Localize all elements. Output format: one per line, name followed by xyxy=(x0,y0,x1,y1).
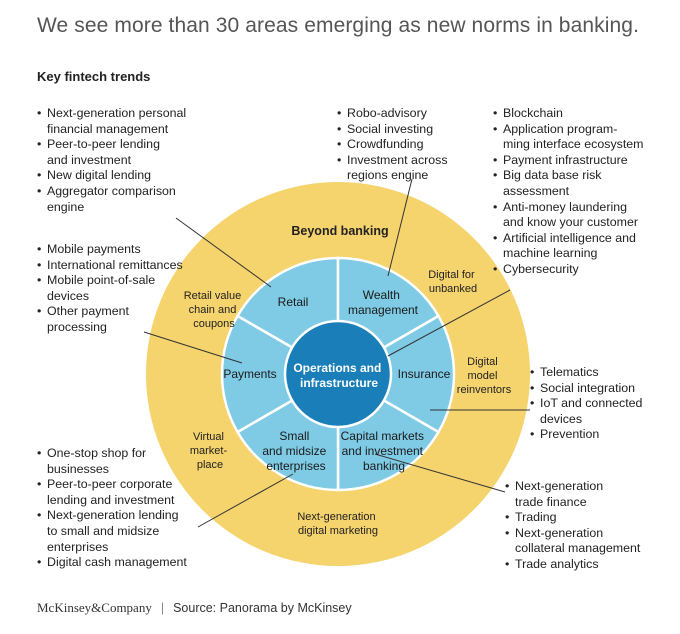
connector-sme xyxy=(197,473,294,528)
center-circle xyxy=(283,319,393,429)
ring-label-retail-value: Retail value chain and coupons xyxy=(184,290,245,330)
ring-label-next-gen-marketing: Next-generation digital marketing xyxy=(297,511,378,537)
connector-lines xyxy=(143,178,530,528)
payments-trends-list: Mobile payments International remittance… xyxy=(37,242,183,336)
list-item: Crowdfunding xyxy=(337,137,448,153)
list-item: Application program- ming interface ecos… xyxy=(493,122,643,153)
list-item: New digital lending xyxy=(37,168,186,184)
list-item: Anti-money laundering and know your cust… xyxy=(493,200,643,231)
section-subtitle: Key fintech trends xyxy=(37,69,151,84)
list-item: Social investing xyxy=(337,122,448,138)
wealth-trends-list: Robo-advisory Social investing Crowdfund… xyxy=(337,106,448,184)
segments-group xyxy=(220,256,456,492)
list-item: Next-generation lending to small and mid… xyxy=(37,508,187,555)
list-item: Digital cash management xyxy=(37,555,187,571)
list-item: Peer-to-peer lending and investment xyxy=(37,137,186,168)
list-item: Next-generation personal financial manag… xyxy=(37,106,186,137)
retail-trends-list: Next-generation personal financial manag… xyxy=(37,106,186,215)
list-item: Other payment processing xyxy=(37,304,183,335)
ring-label-virtual-marketplace: Virtual market- place xyxy=(190,431,230,471)
list-item: Peer-to-peer corporate lending and inves… xyxy=(37,477,187,508)
list-item: Telematics xyxy=(530,365,642,381)
list-item: Prevention xyxy=(530,427,642,443)
beyond-banking-label: Beyond banking xyxy=(291,224,388,238)
segment-label-sme: Small and midsize enterprises xyxy=(262,429,329,473)
list-item: Next-generation trade finance xyxy=(505,479,640,510)
connector-payments xyxy=(143,331,243,364)
connector-retail xyxy=(175,217,272,288)
list-item: Cybersecurity xyxy=(493,262,643,278)
list-item: Mobile payments xyxy=(37,242,183,258)
segment-insurance xyxy=(335,314,456,434)
footer: McKinsey&Company | Source: Panorama by McK… xyxy=(37,600,352,616)
list-item: Social integration xyxy=(530,381,642,397)
operations-trends-list: Blockchain Application program- ming int… xyxy=(493,106,643,278)
insurance-trends-list: Telematics Social integration IoT and co… xyxy=(530,365,642,443)
page-title: We see more than 30 areas emerging as ne… xyxy=(37,14,640,37)
segment-label-payments: Payments xyxy=(223,367,276,381)
segment-payments xyxy=(220,314,341,434)
segment-label-insurance: Insurance xyxy=(398,367,451,381)
list-item: Payment infrastructure xyxy=(493,153,643,169)
list-item: One-stop shop for businesses xyxy=(37,446,187,477)
list-item: Big data base risk assessment xyxy=(493,168,643,199)
source-text: Source: Panorama by McKinsey xyxy=(173,601,352,615)
list-item: Artificial intelligence and machine lear… xyxy=(493,231,643,262)
capital-trends-list: Next-generation trade finance Trading Ne… xyxy=(505,479,640,573)
list-item: Aggregator comparison engine xyxy=(37,184,186,215)
connector-operations xyxy=(387,289,511,357)
connector-wealth xyxy=(387,178,413,277)
segment-label-wealth: Wealth management xyxy=(348,288,419,317)
ring-label-digital-unbanked: Digital for unbanked xyxy=(428,269,478,295)
list-item: International remittances xyxy=(37,258,183,274)
segment-label-retail: Retail xyxy=(278,295,309,309)
sme-trends-list: One-stop shop for businesses Peer-to-pee… xyxy=(37,446,187,571)
brand-logo: McKinsey&Company xyxy=(37,600,152,615)
list-item: Trade analytics xyxy=(505,557,640,573)
list-item: Blockchain xyxy=(493,106,643,122)
segment-label-capital: Capital markets and investment banking xyxy=(341,429,428,473)
connector-capital xyxy=(374,453,506,493)
list-item: IoT and connected devices xyxy=(530,396,642,427)
center-label: Operations and infrastructure xyxy=(293,361,384,390)
list-item: Trading xyxy=(505,510,640,526)
ring-label-digital-model: Digital model reinventors xyxy=(457,356,512,396)
list-item: Investment across regions engine xyxy=(337,153,448,184)
list-item: Robo-advisory xyxy=(337,106,448,122)
list-item: Mobile point-of-sale devices xyxy=(37,273,183,304)
footer-separator: | xyxy=(160,601,165,615)
list-item: Next-generation collateral management xyxy=(505,526,640,557)
